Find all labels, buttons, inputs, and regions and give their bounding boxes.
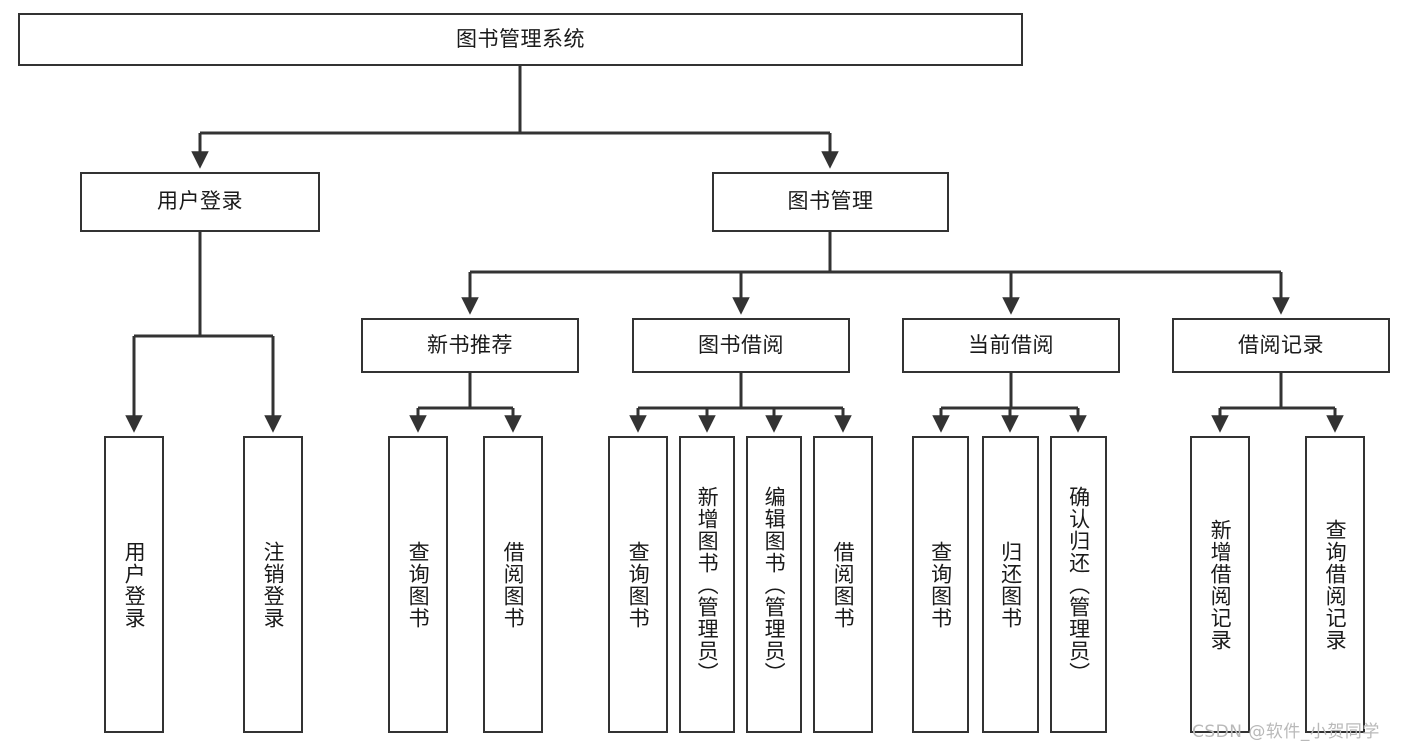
leaf-node-label: 查询图书	[626, 540, 651, 629]
node-new-book-recommend-label: 新书推荐	[427, 332, 513, 357]
node-root-label: 图书管理系统	[456, 26, 585, 51]
leaf-node[interactable]: 查询借阅记录	[1305, 436, 1365, 733]
node-user-login-label: 用户登录	[157, 189, 243, 214]
node-book-management[interactable]: 图书管理	[712, 172, 949, 232]
watermark: CSDN @软件_小贺同学	[1192, 722, 1380, 742]
leaf-node-label: 借阅图书	[831, 540, 856, 629]
leaf-node[interactable]: 新增借阅记录	[1190, 436, 1250, 733]
leaf-node-label: 新增借阅记录	[1208, 518, 1233, 651]
node-book-management-label: 图书管理	[787, 189, 874, 214]
leaf-node-label: 查询借阅记录	[1323, 518, 1348, 651]
leaf-node[interactable]: 查询图书	[912, 436, 969, 733]
leaf-node[interactable]: 编辑图书（管理员）	[746, 436, 802, 733]
leaf-node-label: 查询图书	[928, 540, 953, 629]
leaf-node[interactable]: 查询图书	[608, 436, 668, 733]
leaf-node-label: 确认归还（管理员）	[1066, 485, 1091, 684]
leaf-node[interactable]: 用户登录	[104, 436, 164, 733]
leaf-node[interactable]: 查询图书	[388, 436, 448, 733]
node-borrow-records[interactable]: 借阅记录	[1172, 318, 1390, 373]
leaf-node-label: 查询图书	[406, 540, 431, 629]
node-book-borrow-label: 图书借阅	[698, 332, 784, 357]
node-current-borrow-label: 当前借阅	[968, 332, 1054, 357]
leaf-node[interactable]: 借阅图书	[813, 436, 873, 733]
leaf-node-label: 注销登录	[261, 540, 286, 629]
leaf-node-label: 借阅图书	[501, 540, 526, 629]
leaf-node[interactable]: 确认归还（管理员）	[1050, 436, 1107, 733]
leaf-node[interactable]: 借阅图书	[483, 436, 543, 733]
leaf-node[interactable]: 新增图书（管理员）	[679, 436, 735, 733]
node-book-borrow[interactable]: 图书借阅	[632, 318, 850, 373]
leaf-node-label: 编辑图书（管理员）	[762, 485, 787, 684]
leaf-node[interactable]: 归还图书	[982, 436, 1039, 733]
leaf-node-label: 归还图书	[998, 540, 1023, 629]
node-root[interactable]: 图书管理系统	[18, 13, 1023, 66]
node-user-login[interactable]: 用户登录	[80, 172, 320, 232]
leaf-node-label: 用户登录	[122, 540, 147, 629]
node-new-book-recommend[interactable]: 新书推荐	[361, 318, 579, 373]
leaf-node-label: 新增图书（管理员）	[695, 485, 720, 684]
leaf-node[interactable]: 注销登录	[243, 436, 303, 733]
node-borrow-records-label: 借阅记录	[1238, 332, 1324, 357]
node-current-borrow[interactable]: 当前借阅	[902, 318, 1120, 373]
